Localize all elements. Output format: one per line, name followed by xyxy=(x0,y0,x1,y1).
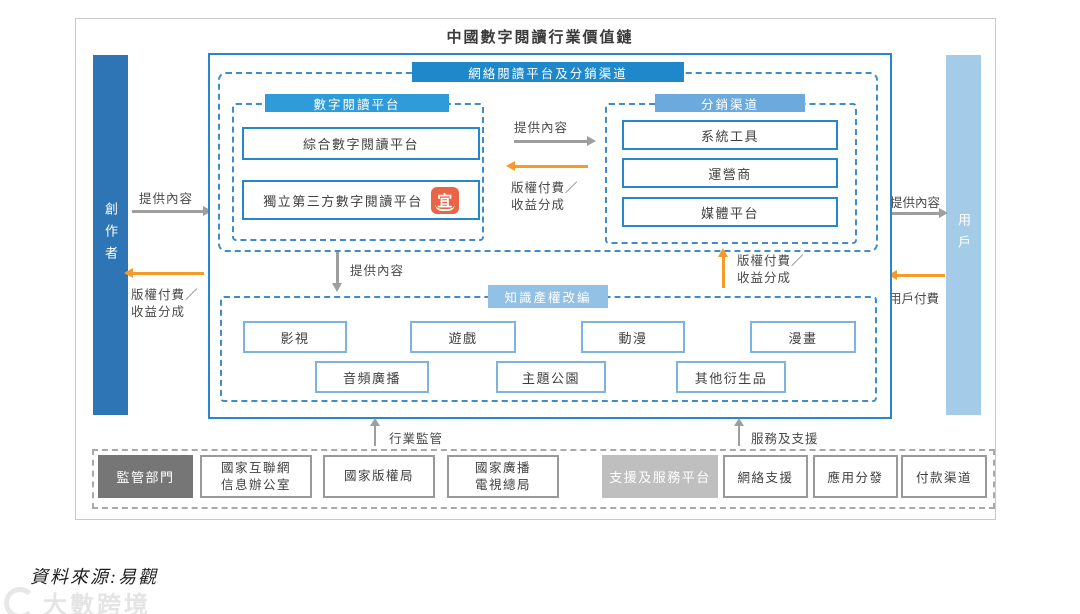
distribution-item-box: 媒體平台 xyxy=(622,197,838,227)
payment-channel-label: 付款渠道 xyxy=(915,471,972,485)
center-copyright-fee-label-1: 版權付費／ xyxy=(511,181,579,195)
regulator-box: 國家版權局 xyxy=(323,455,435,498)
creator-bar: 創作者 xyxy=(93,55,128,415)
ip-item-box: 主題公園 xyxy=(496,361,606,393)
service-group-label-box: 支援及服務平台 xyxy=(602,455,718,498)
center-copyright-fee-label-2: 收益分成 xyxy=(511,198,566,212)
system-tools-label: 系統工具 xyxy=(700,128,759,144)
third-party-platform-label: 獨立第三方數字閱讀平台 xyxy=(263,193,423,209)
user-bar: 用戶 xyxy=(946,55,981,415)
cyberspace-office-label-2: 信息辦公室 xyxy=(220,477,291,492)
creator-bar-label: 創作者 xyxy=(103,202,118,268)
cyberspace-office-label-1: 國家互聯網 xyxy=(220,461,291,476)
distribution-header-band: 分銷渠道 xyxy=(655,94,805,112)
creator-provide-arrow-right-icon xyxy=(132,206,212,216)
user-bar-label: 用戶 xyxy=(956,213,971,257)
service-box: 網絡支援 xyxy=(723,455,808,498)
regulator-group-label-box: 監管部門 xyxy=(98,455,193,498)
games-label: 遊戲 xyxy=(448,330,478,346)
film-tv-label: 影視 xyxy=(280,330,310,346)
ip-item-box: 其他衍生品 xyxy=(676,361,786,393)
comics-label: 漫畫 xyxy=(788,330,818,346)
ip-item-box: 影視 xyxy=(243,321,347,353)
reading-platform-header-band: 數字閱讀平台 xyxy=(265,94,449,112)
service-box: 應用分發 xyxy=(813,455,898,498)
watermark-logo-icon xyxy=(4,586,36,614)
source-note: 資料來源:易觀 xyxy=(30,567,158,587)
distribution-item-box: 系統工具 xyxy=(622,120,838,150)
audio-broadcast-label: 音頻廣播 xyxy=(342,370,401,386)
ip-copyright-fee-label-2: 收益分成 xyxy=(737,271,792,285)
user-provide-content-label: 提供內容 xyxy=(890,196,941,210)
user-pay-arrow-left-icon xyxy=(888,270,945,280)
integrated-platform-box: 綜合數字閱讀平台 xyxy=(242,127,480,160)
watermark: 大數跨境 xyxy=(4,585,151,614)
center-pay-arrow-left-icon xyxy=(506,161,588,171)
reading-app-logo-char: 宜 xyxy=(437,192,453,210)
online-platform-header-band: 網絡閱讀平台及分銷渠道 xyxy=(412,62,684,82)
center-provide-arrow-right-icon xyxy=(514,136,596,146)
service-box: 付款渠道 xyxy=(901,455,987,498)
integrated-platform-label: 綜合數字閱讀平台 xyxy=(302,137,419,152)
creator-copyright-fee-label-1: 版權付費／ xyxy=(131,288,199,302)
regulator-group-label: 監管部門 xyxy=(116,470,175,485)
third-party-platform-box: 獨立第三方數字閱讀平台 宜 xyxy=(242,180,480,220)
bottom-group-box xyxy=(92,449,995,509)
creator-provide-content-label: 提供內容 xyxy=(139,192,194,206)
service-support-arrow-up-icon xyxy=(734,418,744,446)
ip-item-box: 動漫 xyxy=(581,321,685,353)
watermark-text: 大數跨境 xyxy=(43,592,151,614)
operators-label: 運營商 xyxy=(708,166,752,182)
network-support-label: 網絡支援 xyxy=(737,471,794,485)
user-provide-arrow-right-icon xyxy=(890,208,948,218)
ip-provide-content-label: 提供內容 xyxy=(350,264,405,278)
ip-adaptation-header-band: 知識產權改編 xyxy=(488,285,608,308)
industry-regulation-arrow-up-icon xyxy=(370,418,380,446)
radio-tv-admin-label-1: 國家廣播 xyxy=(474,461,531,476)
diagram-title: 中國數字閱讀行業價值鏈 xyxy=(446,29,634,46)
radio-tv-admin-label-2: 電視總局 xyxy=(474,477,531,492)
ip-item-box: 漫畫 xyxy=(750,321,856,353)
copyright-bureau-label-1: 國家版權局 xyxy=(343,469,414,484)
media-platform-label: 媒體平台 xyxy=(700,205,759,221)
ip-copyright-fee-label-1: 版權付費／ xyxy=(737,254,805,268)
provide-content-arrow-down-icon xyxy=(332,252,342,292)
industry-regulation-label: 行業監管 xyxy=(389,432,444,446)
reading-app-logo-icon: 宜 xyxy=(430,186,459,214)
service-support-label: 服務及支援 xyxy=(751,432,819,446)
user-pay-label: 用戶付費 xyxy=(889,292,940,306)
creator-copyright-fee-label-2: 收益分成 xyxy=(131,305,186,319)
copyright-fee-arrow-up-icon xyxy=(718,248,728,288)
regulator-box: 國家廣播 電視總局 xyxy=(447,455,559,498)
main-box xyxy=(208,53,892,419)
regulator-box: 國家互聯網 信息辦公室 xyxy=(200,455,312,498)
theme-park-label: 主題公園 xyxy=(521,370,580,386)
service-group-label: 支援及服務平台 xyxy=(609,470,711,485)
other-derivatives-label: 其他衍生品 xyxy=(694,370,768,386)
reading-platform-group xyxy=(232,103,484,241)
distribution-item-box: 運營商 xyxy=(622,158,838,188)
creator-pay-arrow-left-icon xyxy=(124,268,204,278)
animation-label: 動漫 xyxy=(618,330,648,346)
center-provide-content-label: 提供內容 xyxy=(514,121,569,135)
ip-item-box: 音頻廣播 xyxy=(315,361,429,393)
ip-item-box: 遊戲 xyxy=(410,321,516,353)
app-distribution-label: 應用分發 xyxy=(827,471,884,485)
